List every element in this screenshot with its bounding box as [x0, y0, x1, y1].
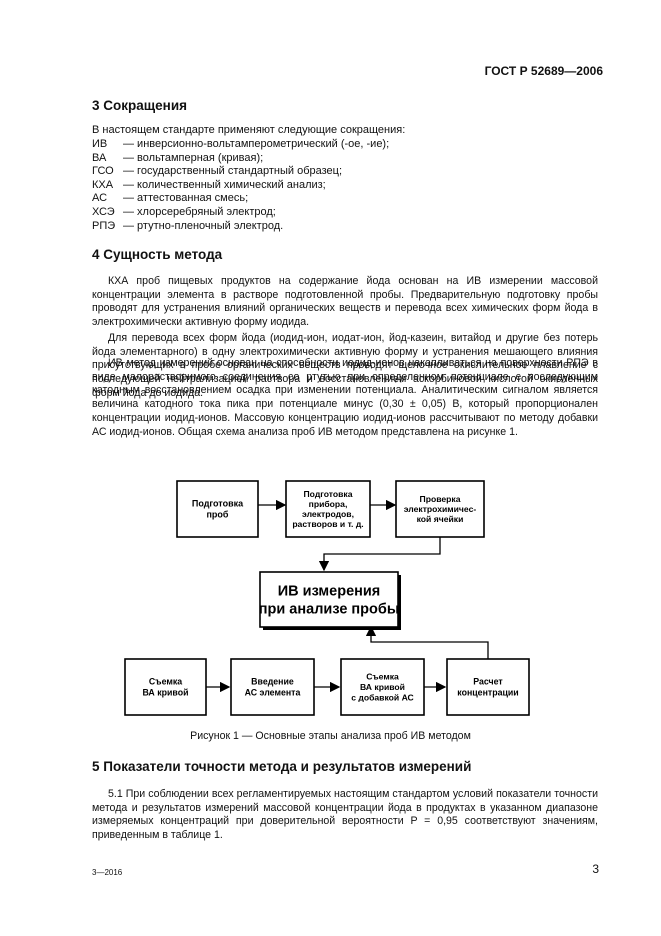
box-cell-check-label: Проверка [420, 494, 461, 504]
section-4-title: 4 Сущность метода [92, 247, 223, 262]
box-cell-check-label: электрохимичес- [404, 504, 477, 514]
abbreviation-term: РПЭ [92, 219, 116, 232]
box-device-prep-label: растворов и т. д. [292, 519, 363, 529]
paragraph-3: ИВ метод измерений основан на способност… [92, 357, 598, 438]
box-va-curve-with-addition-label: Съемка [366, 672, 399, 682]
page-number: 3 [592, 862, 599, 876]
abbreviation-definition: — инверсионно-вольтамперометрический (-о… [123, 138, 390, 150]
box-sample-prep-label: проб [207, 510, 229, 520]
abbreviation-definition: — ртутно-пленочный электрод. [123, 219, 284, 232]
footer-print-code: 3—2016 [92, 868, 123, 877]
paragraph-2: Для перевода всех форм йода (иодид-ион, … [92, 332, 598, 399]
box-iv-measurement-label: ИВ измерения [278, 584, 381, 600]
abbreviation-definition: — аттестованная смесь; [123, 192, 249, 205]
abbreviation-term: АС [92, 192, 108, 205]
abbreviation-term: ГСО [92, 165, 114, 178]
box-device-prep-label: Подготовка [304, 489, 353, 499]
box-va-curve-with-addition-label: с добавкой АС [351, 693, 414, 703]
box-as-addition-label: АС элемента [245, 688, 301, 698]
box-concentration-calc-label: Расчет [473, 677, 503, 687]
figure-caption: Рисунок 1 — Основные этапы анализа проб … [190, 730, 471, 742]
abbreviation-item: АС — аттестованная смесь; [92, 192, 512, 206]
box-device-prep-label: прибора, [309, 499, 348, 509]
box-as-addition-label: Введение [251, 677, 294, 687]
box-iv-measurement-label: при анализе пробы [259, 602, 400, 618]
abbreviation-definition: — вольтамперная (кривая); [123, 151, 264, 164]
paragraph-1: КХА проб пищевых продуктов на содержание… [92, 275, 598, 329]
abbreviations-intro: В настоящем стандарте применяют следующи… [92, 124, 406, 136]
abbreviation-definition: — хлорсеребряный электрод; [123, 205, 276, 218]
abbreviation-item: РПЭ — ртутно-пленочный электрод. [92, 220, 512, 234]
box-va-curve-label: ВА кривой [143, 688, 189, 698]
abbreviation-item: ХСЭ — хлорсеребряный электрод; [92, 206, 512, 220]
paragraph-5-1: 5.1 При соблюдении всех регламентируемых… [92, 788, 598, 842]
abbreviation-definition: — государственный стандартный образец; [123, 165, 343, 178]
box-va-curve-with-addition-label: ВА кривой [360, 682, 405, 692]
abbreviation-item: ВА — вольтамперная (кривая); [92, 152, 512, 166]
box-concentration-calc-label: концентрации [457, 688, 518, 698]
document-id: ГОСТ Р 52689—2006 [484, 64, 603, 78]
box-sample-prep-label: Подготовка [192, 499, 244, 509]
section-5-title: 5 Показатели точности метода и результат… [92, 759, 472, 774]
box-cell-check-label: кой ячейки [417, 514, 464, 524]
arrow-3 [318, 537, 441, 572]
abbreviation-item: ИВ — инверсионно-вольтамперометрический (… [92, 138, 512, 152]
abbreviations-list: ИВ — инверсионно-вольтамперометрический (… [92, 138, 512, 233]
box-device-prep-label: электродов, [302, 509, 354, 519]
abbreviation-item: ГСО — государственный стандартный образец… [92, 165, 512, 179]
box-iv-measurement: ИВ измерения при анализе пробы [259, 571, 401, 630]
abbreviation-term: ХСЭ [92, 205, 115, 218]
section-3-title: 3 Сокращения [92, 98, 187, 113]
box-va-curve-label: Съемка [149, 677, 182, 687]
abbreviation-term: ИВ [92, 138, 108, 150]
abbreviation-term: КХА [92, 178, 114, 191]
abbreviation-term: ВА [92, 151, 107, 164]
arrow-7 [365, 625, 489, 659]
abbreviation-definition: — количественный химический анализ; [123, 178, 326, 191]
abbreviation-item: КХА — количественный химический анализ; [92, 179, 512, 193]
